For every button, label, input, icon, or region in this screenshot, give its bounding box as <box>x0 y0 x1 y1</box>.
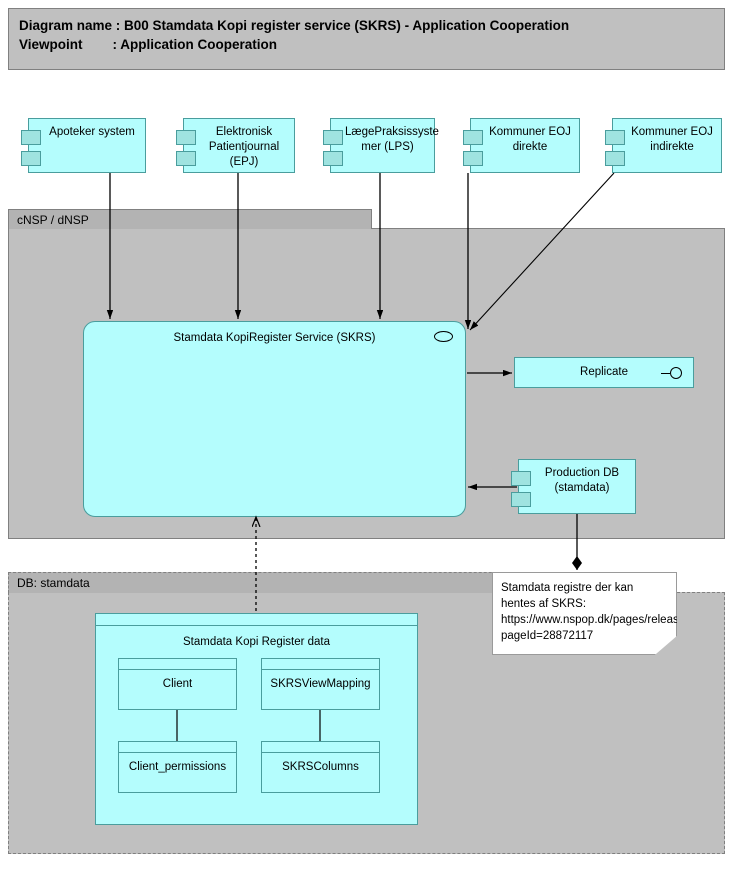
note-text: Stamdata registre der kan hentes af SKRS… <box>501 582 741 642</box>
service-stamdata-kopiregister-skrs[interactable]: Stamdata KopiRegister Service (SKRS) <box>83 321 466 517</box>
component-tab-icon <box>323 151 343 166</box>
data-object-stamdata-kopi-register-data[interactable]: Stamdata Kopi Register data <box>95 613 418 825</box>
diagram-name-line: Diagram name : B00 Stamdata Kopi registe… <box>19 18 570 33</box>
component-tab-icon <box>605 151 625 166</box>
component-tab-icon <box>323 130 343 145</box>
data-object-header-strip <box>96 614 417 626</box>
component-tab-icon <box>463 151 483 166</box>
component-label: Production DB (stamdata) <box>544 467 620 494</box>
table-label: Client_permissions <box>128 761 227 773</box>
component-label: LægePraksissyste mer (LPS) <box>345 126 439 153</box>
provided-interface-lollipop-icon <box>661 367 683 379</box>
table-label: SKRSViewMapping <box>270 678 371 690</box>
component-tab-icon <box>21 130 41 145</box>
component-label: Elektronisk Patientjournal (EPJ) <box>208 126 280 168</box>
component-tab-icon <box>176 130 196 145</box>
component-label: Apoteker system <box>49 126 135 138</box>
table-client-permissions[interactable]: Client_permissions <box>118 741 237 793</box>
lollipop-stem <box>661 372 670 374</box>
component-kommuner-eoj-direkte[interactable]: Kommuner EOJ direkte <box>463 118 580 173</box>
component-tab-icon <box>21 151 41 166</box>
component-label: Kommuner EOJ indirekte <box>631 126 713 153</box>
component-apoteker-system[interactable]: Apoteker system <box>21 118 146 173</box>
group-cnsp-dnsp-tab: cNSP / dNSP <box>8 209 372 229</box>
component-label: Kommuner EOJ direkte <box>489 126 571 153</box>
table-header-strip <box>119 742 236 753</box>
interface-label: Replicate <box>580 366 628 378</box>
service-label: Stamdata KopiRegister Service (SKRS) <box>173 332 376 344</box>
table-label: Client <box>162 678 193 690</box>
data-object-label: Stamdata Kopi Register data <box>182 636 331 648</box>
component-tab-icon <box>176 151 196 166</box>
lollipop-circle <box>670 367 682 379</box>
table-label: SKRSColumns <box>282 761 359 773</box>
component-production-db[interactable]: Production DB (stamdata) <box>511 459 636 514</box>
component-kommuner-eoj-indirekte[interactable]: Kommuner EOJ indirekte <box>605 118 722 173</box>
note-stamdata-registre[interactable]: Stamdata registre der kan hentes af SKRS… <box>492 572 677 655</box>
viewpoint-line: Viewpoint : Application Cooperation <box>19 37 278 52</box>
component-tab-icon <box>511 471 531 486</box>
component-tab-icon <box>463 130 483 145</box>
component-elektronisk-patientjournal[interactable]: Elektronisk Patientjournal (EPJ) <box>176 118 295 173</box>
table-header-strip <box>262 659 379 670</box>
component-tab-icon <box>605 130 625 145</box>
table-skrscolumns[interactable]: SKRSColumns <box>261 741 380 793</box>
component-tab-icon <box>511 492 531 507</box>
component-laegepraksissystemer-lps[interactable]: LægePraksissyste mer (LPS) <box>323 118 439 173</box>
table-header-strip <box>119 659 236 670</box>
table-skrsviewmapping[interactable]: SKRSViewMapping <box>261 658 380 710</box>
interface-replicate[interactable]: Replicate <box>514 357 694 388</box>
diagram-title-block: Diagram name : B00 Stamdata Kopi registe… <box>8 8 725 70</box>
table-header-strip <box>262 742 379 753</box>
table-client[interactable]: Client <box>118 658 237 710</box>
interface-oval-icon <box>434 331 453 342</box>
